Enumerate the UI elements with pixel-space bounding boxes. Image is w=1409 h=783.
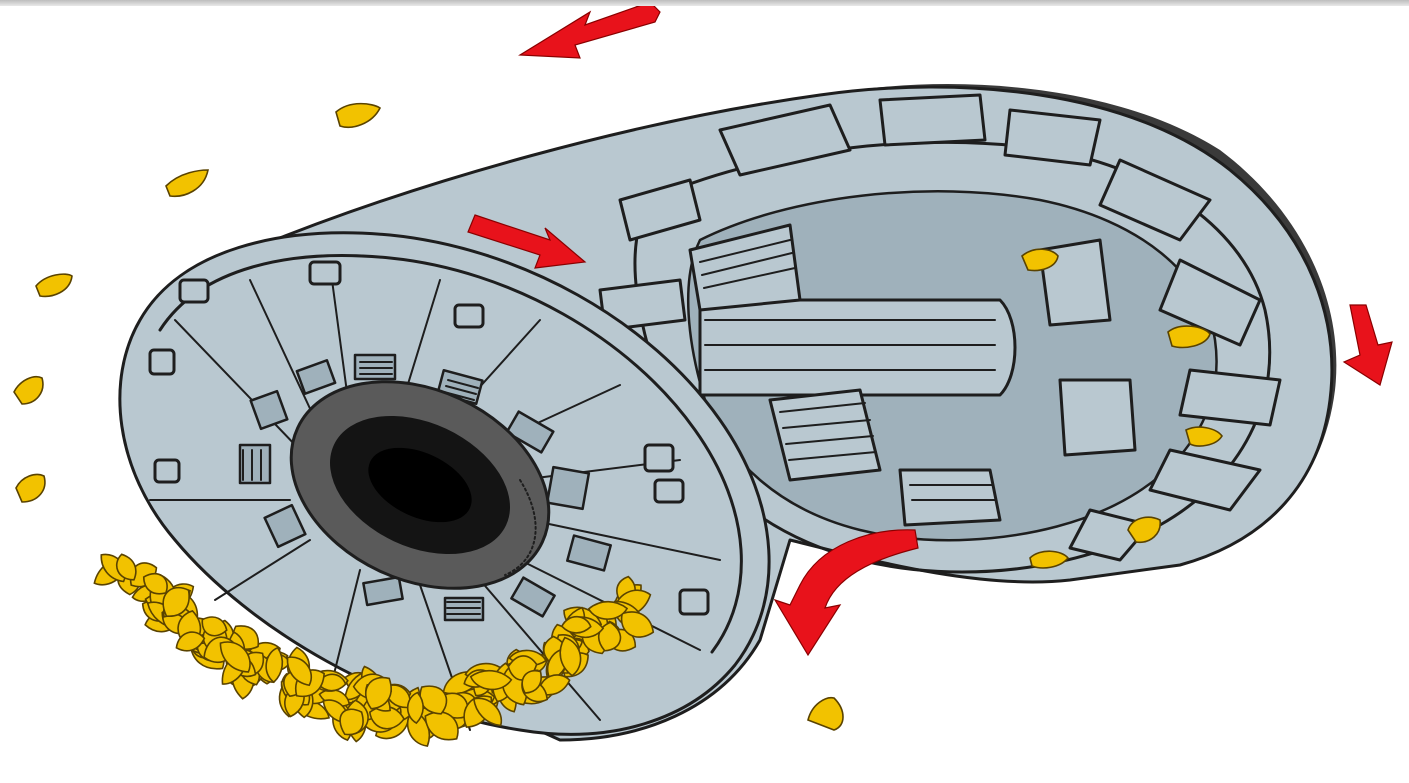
kernel [808,698,843,730]
inner-shaft [700,300,1015,395]
exit-arrow [1344,305,1392,385]
inlet-arrow [520,2,660,58]
kernel [166,170,208,196]
kernel [16,475,45,503]
window-top-edge [0,0,1409,6]
kernel [36,274,72,296]
kernel [336,104,380,128]
kernel [14,377,43,404]
discharge-arrow [775,530,918,655]
